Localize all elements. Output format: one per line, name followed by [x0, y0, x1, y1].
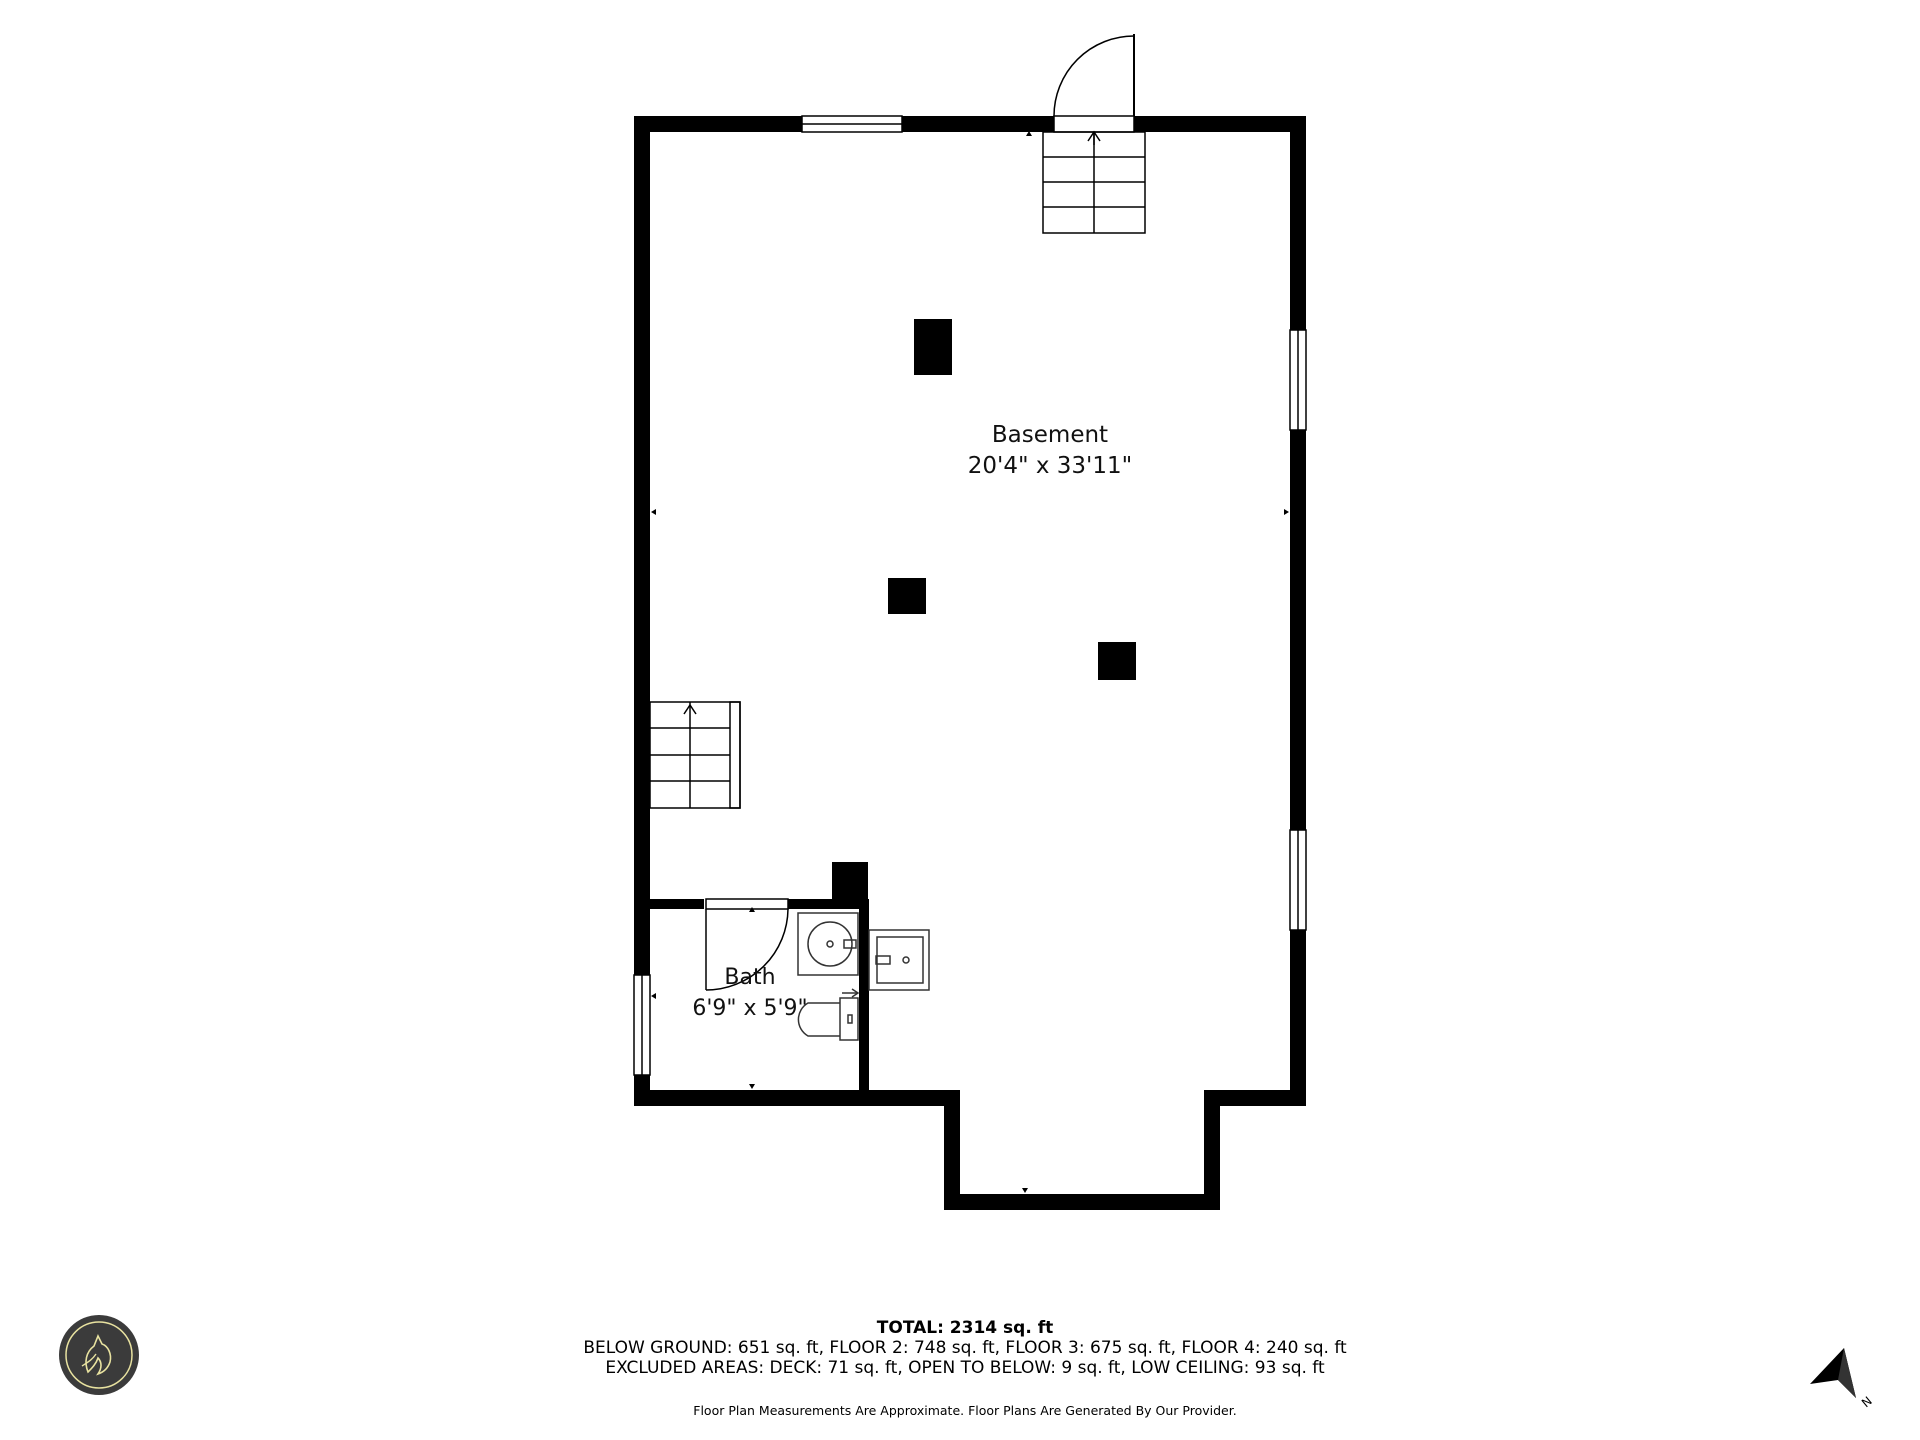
north-arrow-icon: N	[1808, 1340, 1888, 1416]
bath-door	[705, 898, 789, 991]
wall-top	[634, 116, 1306, 132]
wall-right	[1290, 116, 1306, 1106]
window-right-upper	[1289, 329, 1307, 431]
exterior-door	[1053, 34, 1135, 133]
marker-bumpout-bottom	[1022, 1188, 1028, 1193]
bath-walls	[650, 862, 869, 1091]
column-3	[1098, 642, 1136, 680]
stairs-top	[1042, 130, 1146, 234]
bath-dimensions: 6'9" x 5'9"	[692, 996, 808, 1021]
marker-bath-bottom	[749, 1084, 755, 1089]
compass-label: N	[1859, 1394, 1875, 1410]
total-area: TOTAL: 2314 sq. ft	[876, 1318, 1054, 1338]
column-2	[888, 578, 926, 614]
exterior-walls	[634, 116, 1306, 1210]
stairs-left	[649, 701, 741, 809]
area-summary: TOTAL: 2314 sq. ft BELOW GROUND: 651 sq.…	[420, 1318, 1510, 1378]
wall-bumpout-bottom	[944, 1194, 1220, 1210]
utility-sink	[868, 929, 930, 991]
floor-areas: BELOW GROUND: 651 sq. ft, FLOOR 2: 748 s…	[583, 1338, 1347, 1358]
bath-wall-right	[859, 899, 869, 1091]
marker-bath-top	[749, 907, 755, 912]
windows	[633, 115, 1307, 1076]
bath-label: Bath 6'9" x 5'9"	[660, 962, 840, 1024]
bath-wall-top	[650, 899, 704, 909]
bath-toilet	[797, 988, 860, 1041]
column-bath-corner	[832, 862, 868, 900]
stairs-left-arrow-icon	[683, 703, 697, 715]
basement-dimensions: 20'4" x 33'11"	[967, 453, 1133, 479]
bath-wall-top-right	[788, 899, 868, 909]
wall-bumpout-left	[944, 1090, 960, 1210]
window-right-lower	[1289, 829, 1307, 931]
dimension-markers	[651, 131, 1289, 1193]
bath-name: Bath	[724, 965, 776, 990]
wall-left	[634, 116, 650, 1106]
window-top	[801, 115, 903, 133]
basement-name: Basement	[991, 422, 1109, 448]
wall-bottom-right	[1204, 1090, 1306, 1106]
columns	[888, 319, 1136, 680]
wall-bumpout-right	[1204, 1090, 1220, 1210]
basement-label: Basement 20'4" x 33'11"	[880, 420, 1220, 482]
marker-top	[1026, 131, 1032, 136]
marker-bath-left	[651, 993, 656, 999]
wolf-logo-icon	[59, 1315, 139, 1395]
marker-left	[651, 509, 656, 515]
marker-right	[1284, 509, 1289, 515]
excluded-areas: EXCLUDED AREAS: DECK: 71 sq. ft, OPEN TO…	[605, 1358, 1325, 1378]
disclaimer: Floor Plan Measurements Are Approximate.…	[693, 1403, 1237, 1418]
column-1	[914, 319, 952, 375]
bath-sink	[797, 912, 859, 976]
window-bath-left	[633, 974, 651, 1076]
wall-bottom-left	[634, 1090, 960, 1106]
